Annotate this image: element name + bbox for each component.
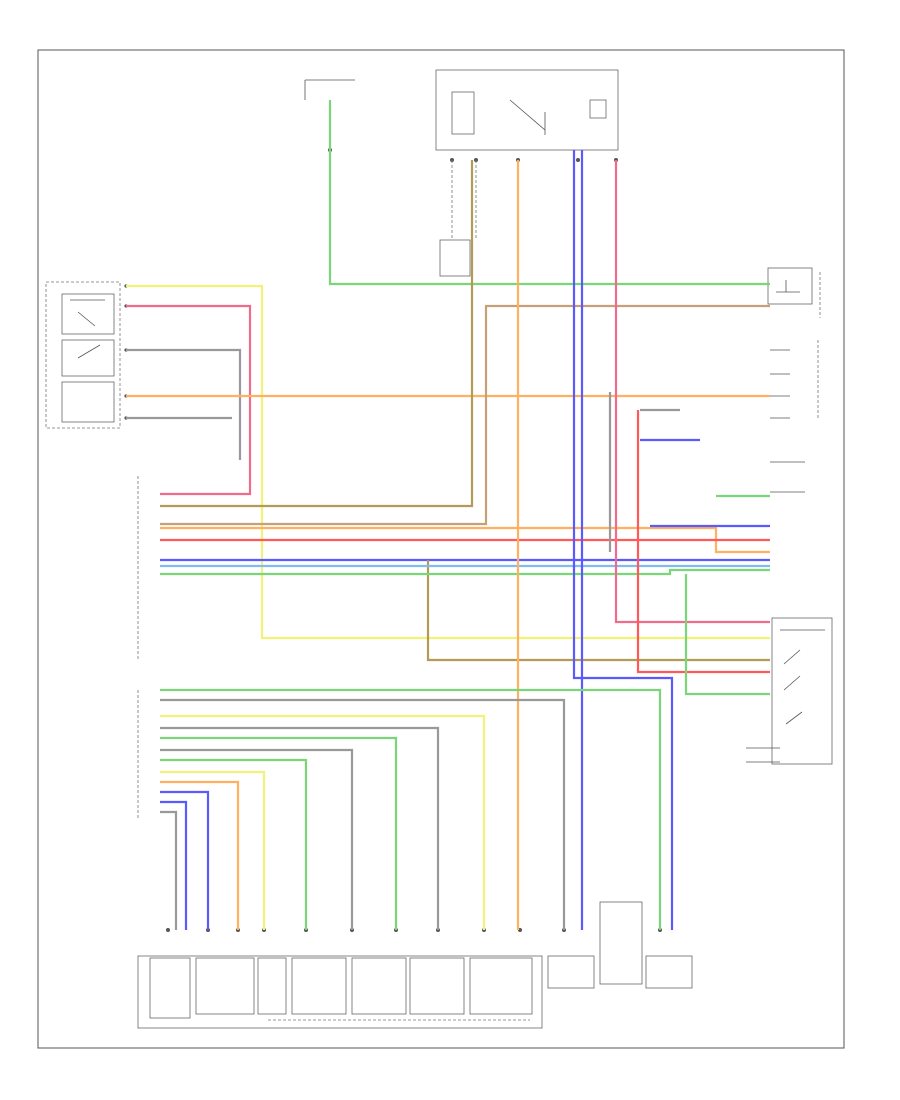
wire-blue-16: [572, 150, 674, 930]
wire-pink-14: [614, 160, 770, 624]
wire-olive-7: [160, 160, 474, 508]
top-power-section: [304, 69, 619, 277]
wire-grey-24: [160, 748, 354, 930]
wire-blue-28: [160, 790, 210, 930]
left-switch-module: [45, 281, 128, 429]
wire-grey-22: [160, 726, 440, 930]
wire-harness: [126, 100, 770, 930]
wire-grey-3: [126, 348, 242, 460]
wire-green-23: [160, 736, 398, 930]
wire-green-13: [160, 568, 770, 576]
right-switch-section: [746, 267, 833, 765]
wire-brown-6: [160, 304, 770, 526]
bottom-main-block: [137, 955, 543, 1029]
wire-green-0: [328, 100, 770, 286]
bottom-components: [137, 901, 693, 1029]
outer-frame: [37, 49, 845, 1049]
wire-yellow-1: [126, 284, 770, 640]
top-relay-box: [435, 69, 619, 151]
wire-orange-27: [160, 780, 240, 930]
bottom-sensor-left: [547, 955, 595, 989]
wire-pink-2: [126, 304, 252, 496]
wire-blue-29: [160, 800, 188, 930]
wire-olive-11: [426, 560, 770, 662]
bottom-sensor-middle: [599, 901, 643, 985]
wire-yellow-21: [160, 714, 486, 930]
wire-yellow-26: [160, 770, 266, 930]
wire-green-31: [684, 574, 770, 696]
wire-grey-20: [160, 698, 566, 930]
wire-grey-30: [160, 810, 178, 930]
wire-green-19: [160, 688, 662, 930]
wire-red-18: [636, 410, 770, 674]
bottom-sensor-right: [645, 955, 693, 989]
wire-green-25: [160, 758, 308, 930]
